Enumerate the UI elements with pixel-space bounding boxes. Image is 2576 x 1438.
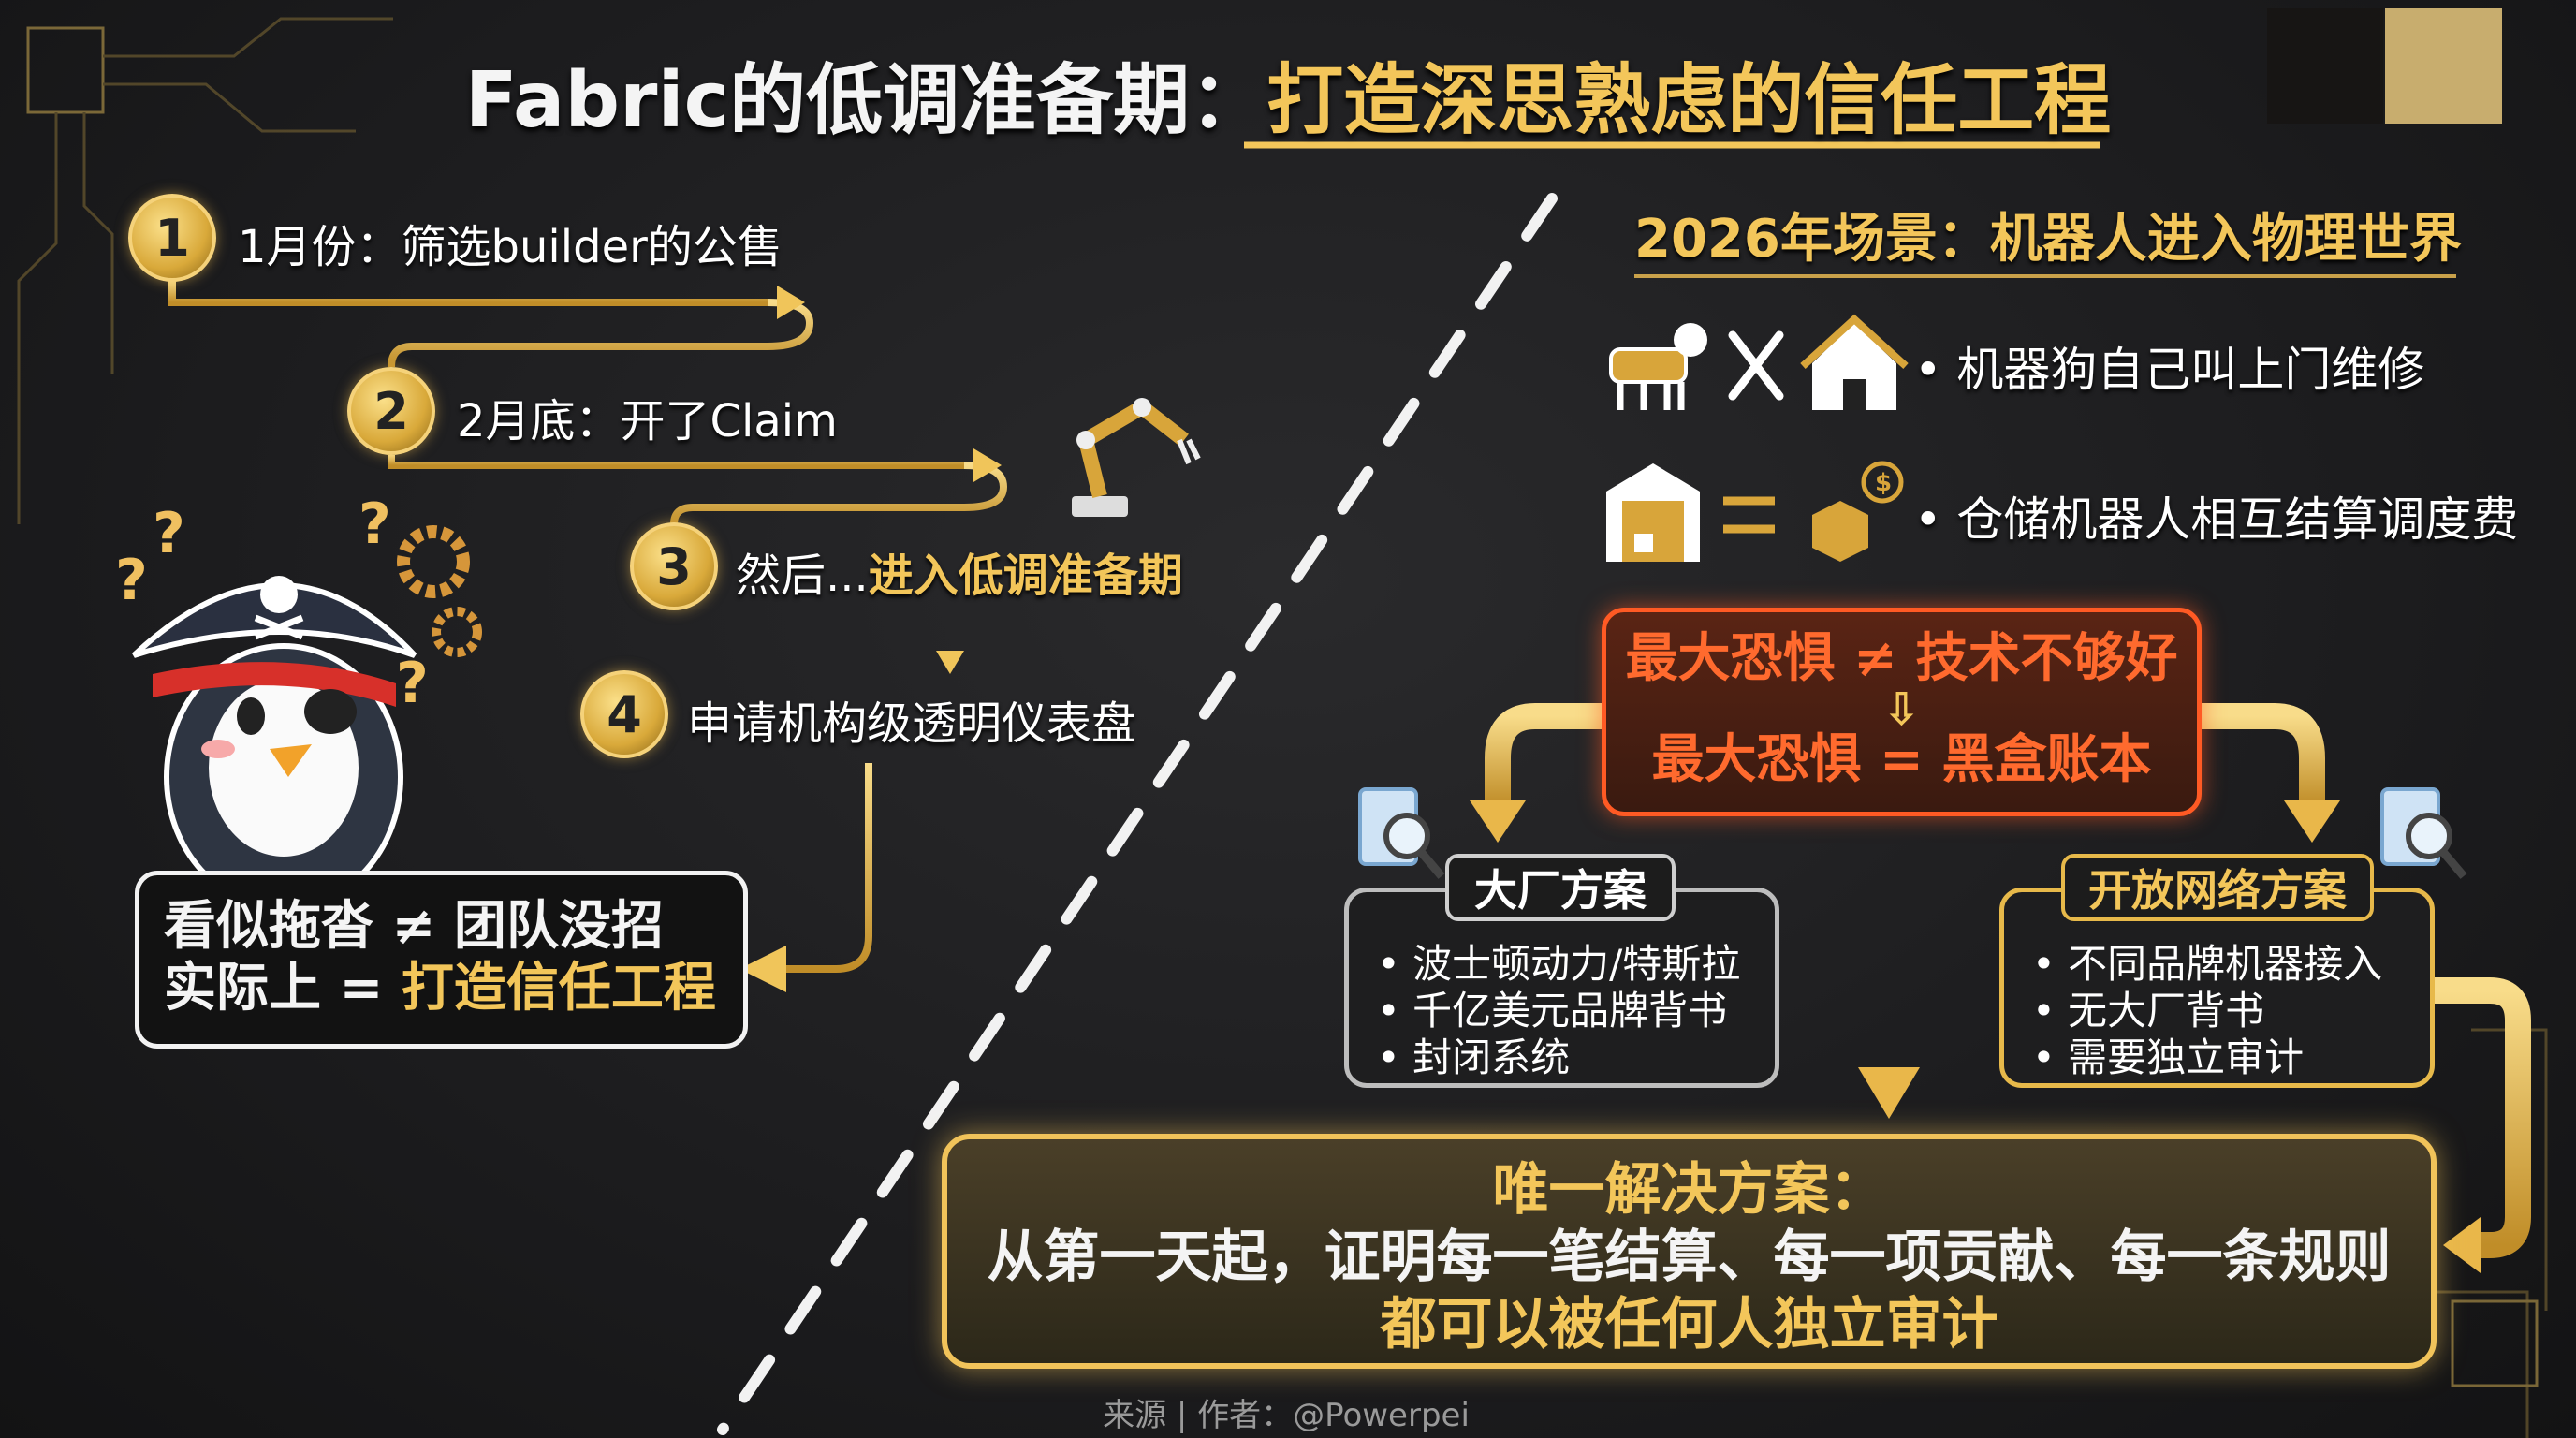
step-3-text: 然后...进入低调准备期 [736, 538, 1183, 604]
big-corp-item: 封闭系统 [1377, 1034, 1775, 1081]
step-3-highlight: 进入低调准备期 [868, 550, 1183, 602]
summary-line-2-prefix: 实际上 = [164, 958, 402, 1019]
exchange-arrows-icon [1723, 496, 1775, 534]
open-network-item: 无大厂背书 [2032, 988, 2430, 1034]
open-network-title: 开放网络方案 [2061, 854, 2374, 921]
step-4-badge: 4 [580, 670, 668, 758]
corner-dark-block [2267, 8, 2383, 124]
pirate-penguin-illustration: ???? [115, 496, 482, 880]
corner-gold-block [2385, 8, 2502, 124]
warehouse-icon [1606, 463, 1700, 562]
svg-text:?: ? [359, 496, 391, 557]
page-title: Fabric的低调准备期：打造深思熟虑的信任工程 [0, 37, 2576, 149]
solution-line-3: 都可以被任何人独立审计 [1380, 1292, 1998, 1357]
tools-icon [1728, 330, 1784, 401]
package-payment-icon: $ [1812, 461, 1904, 562]
step-arrowheads [739, 286, 1002, 992]
house-icon [1800, 314, 1909, 410]
report-magnifier-icon [1358, 787, 1445, 879]
svg-text:?: ? [153, 501, 185, 566]
solution-title: 唯一解决方案： [1492, 1157, 1886, 1223]
svg-text:?: ? [115, 548, 148, 613]
summary-box: 看似拖沓 ≠ 团队没招 实际上 = 打造信任工程 [135, 871, 748, 1049]
step-flow-path [168, 281, 1008, 973]
gear-icon [432, 607, 482, 657]
branch-arrows [1485, 703, 2531, 1258]
step-4-text: 申请机构级透明仪表盘 [687, 697, 1137, 750]
summary-line-1: 看似拖沓 ≠ 团队没招 [164, 896, 664, 957]
row-1-icons [1609, 314, 1909, 410]
solution-line-2: 从第一天起，证明每一笔结算、每一项贡献、每一条规则 [987, 1225, 2392, 1290]
fear-line-1: 最大恐惧 ≠ 技术不够好 [1625, 628, 2178, 689]
report-magnifier-icon [2380, 787, 2467, 879]
robot-dog-icon [1609, 323, 1707, 410]
row-2-icons: $ [1606, 461, 1904, 562]
svg-text:$: $ [1875, 469, 1892, 497]
step-3-badge: 3 [630, 522, 718, 610]
title-part1: Fabric的低调准备期： [464, 56, 1267, 145]
fear-box: 最大恐惧 ≠ 技术不够好 ⇩ 最大恐惧 = 黑盒账本 [1602, 608, 2202, 816]
open-network-item: 需要独立审计 [2032, 1034, 2430, 1081]
gear-icon [397, 525, 470, 598]
fear-down-arrow-icon: ⇩ [1882, 683, 1921, 736]
scenario-header: 2026年场景：机器人进入物理世界 [1634, 209, 2462, 270]
step-1-text: 1月份：筛选builder的公售 [238, 221, 783, 273]
robot-arm-icon [1072, 398, 1201, 517]
big-corp-title: 大厂方案 [1445, 854, 1676, 921]
title-part2: 打造深思熟虑的信任工程 [1266, 56, 2112, 145]
scenario-row-1: • 机器狗自己叫上门维修 [1914, 343, 2425, 397]
footer-source: 来源 | 作者：@Powerpei [1103, 1397, 1470, 1434]
divider-dashed-line [717, 193, 1558, 1435]
solution-box: 唯一解决方案： 从第一天起，证明每一笔结算、每一项贡献、每一条规则 都可以被任何… [942, 1134, 2437, 1369]
step-2-text: 2月底：开了Claim [457, 395, 838, 448]
big-corp-item: 千亿美元品牌背书 [1377, 988, 1775, 1034]
step-2-badge: 2 [347, 367, 435, 455]
step-1-badge: 1 [128, 194, 216, 282]
branch-arrowheads [1470, 800, 2481, 1273]
scenario-row-2: • 仓储机器人相互结算调度费 [1914, 492, 2519, 547]
open-network-item: 不同品牌机器接入 [2032, 941, 2430, 988]
fear-line-2: 最大恐惧 = 黑盒账本 [1651, 729, 2152, 790]
step-3-prefix: 然后... [736, 550, 869, 602]
svg-text:?: ? [396, 651, 429, 716]
circuit-decoration [17, 17, 2548, 1438]
big-corp-item: 波士顿动力/特斯拉 [1377, 941, 1775, 988]
summary-line-2-highlight: 打造信任工程 [401, 958, 716, 1019]
